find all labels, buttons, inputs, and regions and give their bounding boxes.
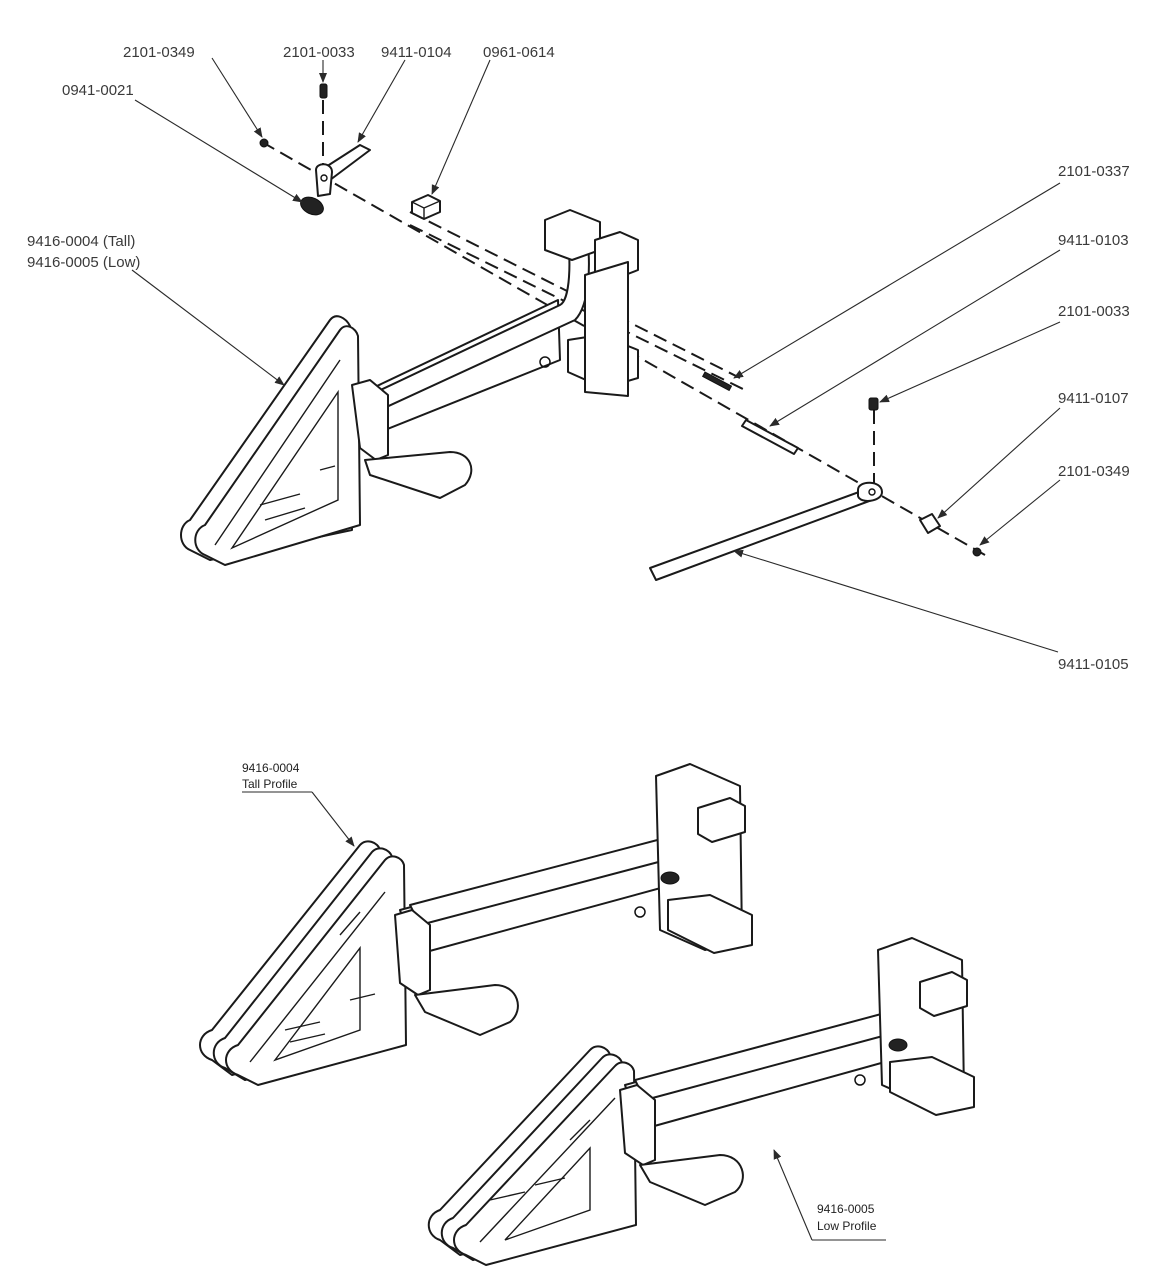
callout-0941-0021: 0941-0021 [62,82,134,99]
callout-0961-0614: 0961-0614 [483,44,555,61]
bushing-9411-0107 [919,513,941,534]
tall-profile-name: Tall Profile [242,777,298,791]
tall-profile-assembly: 9416-0004 Tall Profile [199,761,753,1086]
callout-9416-0004-tall: 9416-0004 (Tall) [27,233,135,250]
callout-2101-0349-left: 2101-0349 [123,44,195,61]
callout-9411-0104: 9411-0104 [381,44,452,61]
tall-profile-part-number: 9416-0004 [242,761,300,775]
pin-2101-0337 [701,371,733,392]
screw-2101-0349-right [972,547,982,557]
callout-2101-0033-top: 2101-0033 [283,44,355,61]
exploded-callouts: 2101-0349 2101-0033 9411-0104 0961-0614 … [27,44,1130,673]
setscrew-2101-0033-right [868,397,879,411]
callout-2101-0349-right: 2101-0349 [1058,463,1130,480]
rod-9411-0103 [741,419,799,455]
low-profile-name: Low Profile [817,1219,877,1233]
screw-2101-0349-left [259,138,269,148]
block-0961-0614 [411,194,441,220]
arm-9411-0105 [649,481,883,581]
callout-9416-0005-low: 9416-0005 (Low) [27,254,140,271]
exploded-view: 2101-0349 2101-0033 9411-0104 0961-0614 … [27,44,1130,673]
arm-9411-0104 [315,144,371,197]
callout-9411-0105: 9411-0105 [1058,656,1129,673]
callout-9411-0107: 9411-0107 [1058,390,1129,407]
exploded-leaders [131,57,1061,653]
seat-frame-exploded [180,209,639,566]
low-profile-part-number: 9416-0005 [817,1202,875,1216]
low-profile-assembly: 9416-0005 Low Profile [427,937,975,1266]
hardware-parts [259,83,982,581]
callout-9411-0103: 9411-0103 [1058,232,1129,249]
spring-0941-0021 [300,196,324,216]
callout-2101-0033-right: 2101-0033 [1058,303,1130,320]
callout-2101-0337: 2101-0337 [1058,163,1130,180]
setscrew-2101-0033-top [319,83,328,99]
